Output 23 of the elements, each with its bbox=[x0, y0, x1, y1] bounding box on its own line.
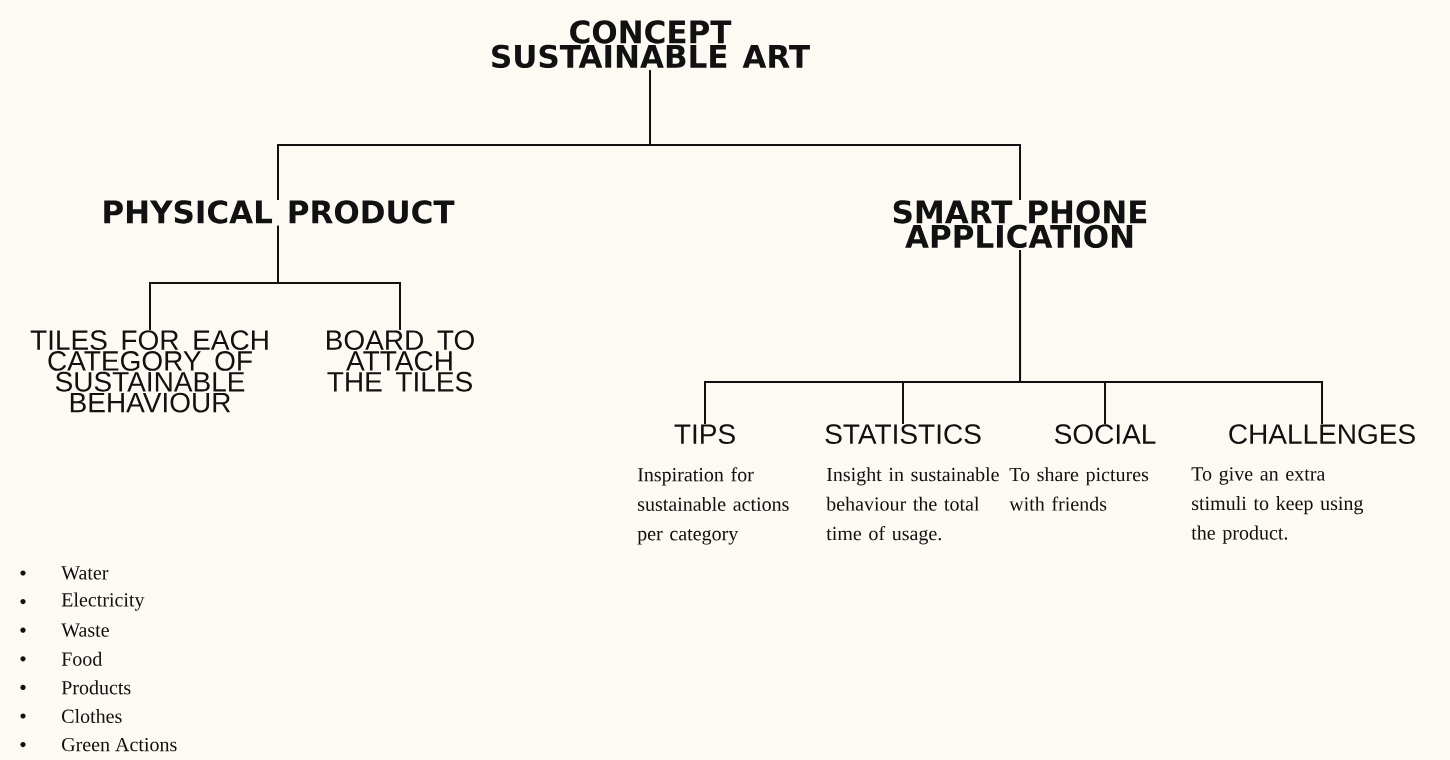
subheading: BOARD TO ATTACH THE TILES bbox=[327, 330, 474, 392]
bullet-item: Electricity bbox=[20, 592, 145, 611]
description-text: Inspiration for sustainable actions per category bbox=[637, 467, 789, 545]
description-text: Insight in sustainable behaviour the total time of usage. bbox=[826, 467, 999, 545]
bullet-item: Clothes bbox=[20, 708, 122, 724]
heading: PHYSICAL PRODUCT bbox=[104, 200, 455, 224]
bullet-item: Products bbox=[20, 680, 131, 695]
description-text: To share pictures with friends bbox=[1009, 467, 1149, 511]
bullet-item: Food bbox=[20, 651, 103, 666]
bullet-item: Waste bbox=[20, 623, 109, 637]
connector-line bbox=[649, 69, 1021, 201]
heading: SMART PHONE APPLICATION bbox=[893, 200, 1147, 249]
subheading: TILES FOR EACH CATEGORY OF SUSTAINABLE BEHAVIOUR bbox=[30, 330, 268, 413]
category-heading: TIPS bbox=[674, 424, 735, 444]
description-text: To give an extra stimuli to keep using the product. bbox=[1191, 467, 1364, 544]
connector-line bbox=[277, 224, 401, 331]
category-heading: STATISTICS bbox=[825, 424, 981, 444]
category-heading: CHALLENGES bbox=[1229, 424, 1415, 444]
connector-line bbox=[1019, 249, 1323, 425]
bullet-item: Green Actions bbox=[20, 737, 177, 752]
heading: CONCEPT SUSTAINABLE ART bbox=[492, 20, 810, 69]
bullet-item: Water bbox=[20, 566, 109, 580]
category-heading: SOCIAL bbox=[1054, 424, 1156, 444]
